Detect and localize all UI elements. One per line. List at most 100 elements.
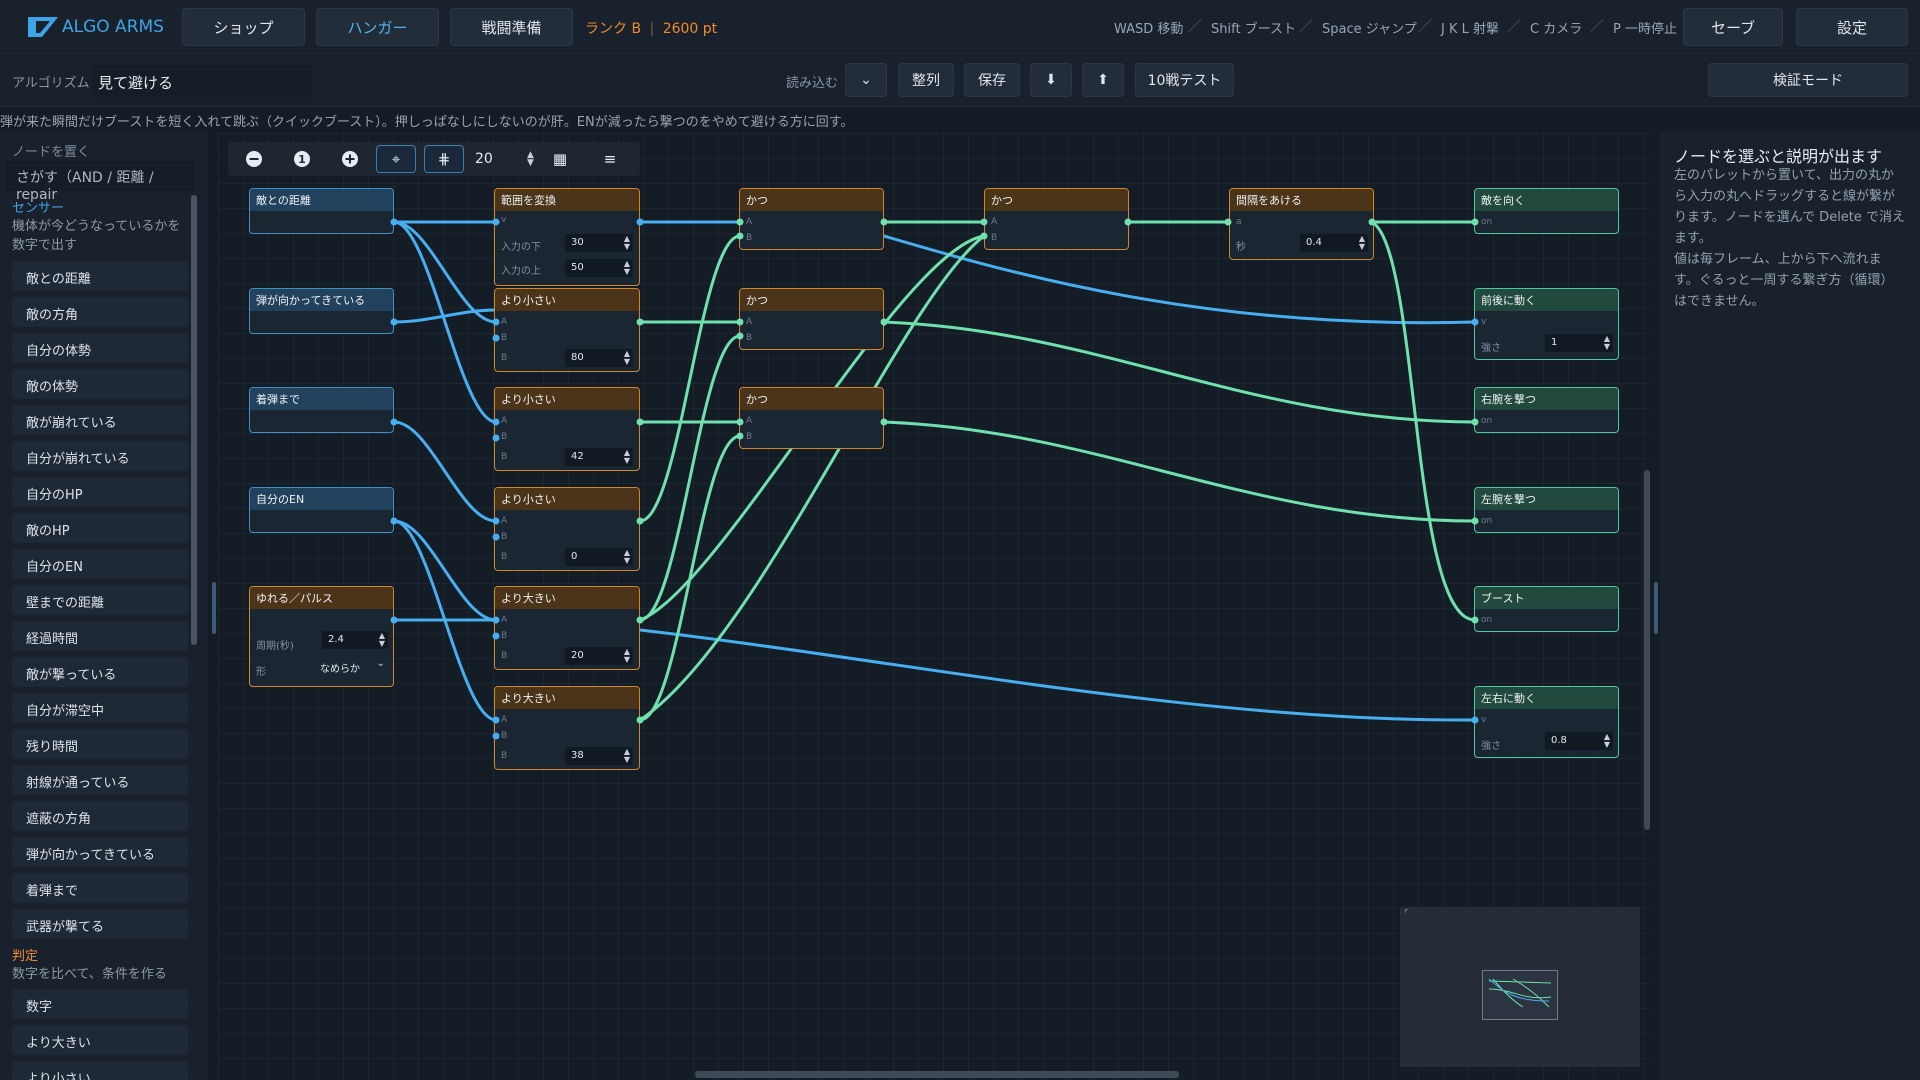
b-input[interactable]: 80▲▼ bbox=[565, 349, 633, 367]
seconds-input[interactable]: 0.4▲▼ bbox=[1300, 234, 1368, 252]
node-fire-left-arm[interactable]: 左腕を撃つ on bbox=[1474, 487, 1619, 533]
palette-item[interactable]: 敵との距離 bbox=[12, 261, 188, 291]
palette-scrollbar[interactable] bbox=[191, 195, 197, 645]
port-b[interactable]: B bbox=[746, 233, 753, 243]
port-b[interactable]: B bbox=[991, 233, 998, 243]
upload-button[interactable]: ⬆ bbox=[1082, 63, 1124, 97]
port-b[interactable]: B bbox=[501, 731, 508, 741]
palette-item[interactable]: 経過時間 bbox=[12, 621, 188, 651]
palette-item[interactable]: 弾が向かってきている bbox=[12, 837, 188, 867]
port-b[interactable]: B bbox=[746, 432, 753, 442]
port-a[interactable]: A bbox=[501, 516, 508, 526]
battle-prep-button[interactable]: 戦闘準備 bbox=[450, 8, 573, 46]
port-v[interactable]: v bbox=[1481, 317, 1487, 327]
download-button[interactable]: ⬇ bbox=[1030, 63, 1072, 97]
palette-item[interactable]: 自分が崩れている bbox=[12, 441, 188, 471]
palette-item[interactable]: 遮蔽の方角 bbox=[12, 801, 188, 831]
port-b[interactable]: B bbox=[501, 333, 508, 343]
zoom-in-button[interactable] bbox=[330, 145, 370, 173]
snap-toggle-button[interactable]: ⌖ bbox=[376, 145, 416, 173]
port-a[interactable]: A bbox=[991, 217, 998, 227]
port-on[interactable]: on bbox=[1481, 516, 1493, 526]
palette-item[interactable]: 敵のHP bbox=[12, 513, 188, 543]
node-less-than-1[interactable]: より小さい A B B 80▲▼ bbox=[494, 288, 640, 372]
minimap-viewport[interactable] bbox=[1482, 970, 1558, 1020]
port-b[interactable]: B bbox=[501, 432, 508, 442]
top-save-button[interactable]: セーブ bbox=[1683, 8, 1783, 46]
canvas-vertical-scrollbar[interactable] bbox=[1644, 470, 1650, 830]
node-pulse[interactable]: ゆれる／パルス 周期(秒) 2.4▲▼ 形 なめらか⌄ bbox=[249, 586, 394, 687]
node-and-2[interactable]: かつ A B bbox=[739, 288, 884, 350]
palette-item[interactable]: 自分のEN bbox=[12, 549, 188, 579]
palette-item[interactable]: より大きい bbox=[12, 1025, 188, 1055]
verify-mode-button[interactable]: 検証モード bbox=[1708, 63, 1908, 97]
port-a[interactable]: A bbox=[746, 317, 753, 327]
palette-item[interactable]: 武器が撃てる bbox=[12, 909, 188, 939]
minimap-toggle-button[interactable]: ▦ bbox=[540, 145, 580, 173]
b-input[interactable]: 0▲▼ bbox=[565, 548, 633, 566]
node-face-enemy[interactable]: 敵を向く on bbox=[1474, 188, 1619, 234]
strength-input[interactable]: 0.8▲▼ bbox=[1545, 732, 1613, 750]
port-a[interactable]: A bbox=[501, 317, 508, 327]
right-splitter-handle[interactable] bbox=[1654, 582, 1658, 634]
node-and-4[interactable]: かつ A B bbox=[984, 188, 1129, 250]
port-on[interactable]: on bbox=[1481, 217, 1493, 227]
canvas-horizontal-scrollbar[interactable] bbox=[695, 1071, 1179, 1078]
grid-size-stepper[interactable]: 20▲▼ bbox=[475, 151, 534, 168]
port-v[interactable]: v bbox=[1481, 715, 1487, 725]
node-less-than-3[interactable]: より小さい A B B 0▲▼ bbox=[494, 487, 640, 571]
node-range-map[interactable]: 範囲を変換 v 入力の下 30▲▼ 入力の上 50▲▼ bbox=[494, 188, 640, 286]
period-input[interactable]: 2.4▲▼ bbox=[322, 631, 388, 649]
palette-item[interactable]: 敵の方角 bbox=[12, 297, 188, 327]
node-boost[interactable]: ブースト on bbox=[1474, 586, 1619, 632]
port-a[interactable]: A bbox=[746, 217, 753, 227]
node-and-3[interactable]: かつ A B bbox=[739, 387, 884, 449]
node-greater-than-1[interactable]: より大きい A B B 20▲▼ bbox=[494, 586, 640, 670]
port-b[interactable]: B bbox=[501, 532, 508, 542]
port-a[interactable]: a bbox=[1236, 217, 1242, 227]
grid-toggle-button[interactable]: ⋕ bbox=[424, 145, 464, 173]
port-a[interactable]: A bbox=[501, 416, 508, 426]
node-time-to-impact[interactable]: 着弾まで bbox=[249, 387, 394, 433]
load-dropdown[interactable]: ⌄ bbox=[845, 63, 887, 97]
palette-item[interactable]: 自分のHP bbox=[12, 477, 188, 507]
shop-button[interactable]: ショップ bbox=[182, 8, 305, 46]
port-on[interactable]: on bbox=[1481, 615, 1493, 625]
port-a[interactable]: A bbox=[501, 715, 508, 725]
settings-button[interactable]: 設定 bbox=[1796, 8, 1908, 46]
range-high-input[interactable]: 50▲▼ bbox=[565, 259, 633, 277]
palette-item[interactable]: 自分の体勢 bbox=[12, 333, 188, 363]
palette-item[interactable]: 数字 bbox=[12, 989, 188, 1019]
port-v[interactable]: v bbox=[501, 215, 507, 225]
palette-item[interactable]: 残り時間 bbox=[12, 729, 188, 759]
arrange-button[interactable]: 整列 bbox=[898, 63, 954, 97]
strength-input[interactable]: 1▲▼ bbox=[1545, 334, 1613, 352]
algorithm-name-input[interactable]: 見て避ける bbox=[92, 65, 312, 97]
node-enemy-distance[interactable]: 敵との距離 bbox=[249, 188, 394, 234]
left-splitter-handle[interactable] bbox=[212, 582, 216, 634]
port-b[interactable]: B bbox=[501, 631, 508, 641]
node-move-forward-back[interactable]: 前後に動く v 強さ 1▲▼ bbox=[1474, 288, 1619, 360]
node-fire-right-arm[interactable]: 右腕を撃つ on bbox=[1474, 387, 1619, 433]
node-greater-than-2[interactable]: より大きい A B B 38▲▼ bbox=[494, 686, 640, 770]
palette-search-input[interactable]: さがす（AND / 距離 / repair bbox=[6, 161, 194, 203]
palette-item[interactable]: 敵の体勢 bbox=[12, 369, 188, 399]
port-b[interactable]: B bbox=[746, 333, 753, 343]
palette-item[interactable]: 敵が崩れている bbox=[12, 405, 188, 435]
node-bullet-incoming[interactable]: 弾が向かってきている bbox=[249, 288, 394, 334]
node-strafe[interactable]: 左右に動く v 強さ 0.8▲▼ bbox=[1474, 686, 1619, 758]
port-a[interactable]: A bbox=[746, 416, 753, 426]
port-a[interactable]: A bbox=[501, 615, 508, 625]
b-input[interactable]: 20▲▼ bbox=[565, 647, 633, 665]
node-my-en[interactable]: 自分のEN bbox=[249, 487, 394, 533]
b-input[interactable]: 38▲▼ bbox=[565, 747, 633, 765]
zoom-out-button[interactable] bbox=[234, 145, 274, 173]
shape-select[interactable]: なめらか⌄ bbox=[314, 657, 388, 676]
palette-item[interactable]: より小さい bbox=[12, 1061, 188, 1080]
hangar-button[interactable]: ハンガー bbox=[316, 8, 439, 46]
node-less-than-2[interactable]: より小さい A B B 42▲▼ bbox=[494, 387, 640, 471]
port-on[interactable]: on bbox=[1481, 416, 1493, 426]
zoom-reset-button[interactable]: 1 bbox=[282, 145, 322, 173]
palette-item[interactable]: 敵が撃っている bbox=[12, 657, 188, 687]
palette-item[interactable]: 射線が通っている bbox=[12, 765, 188, 795]
